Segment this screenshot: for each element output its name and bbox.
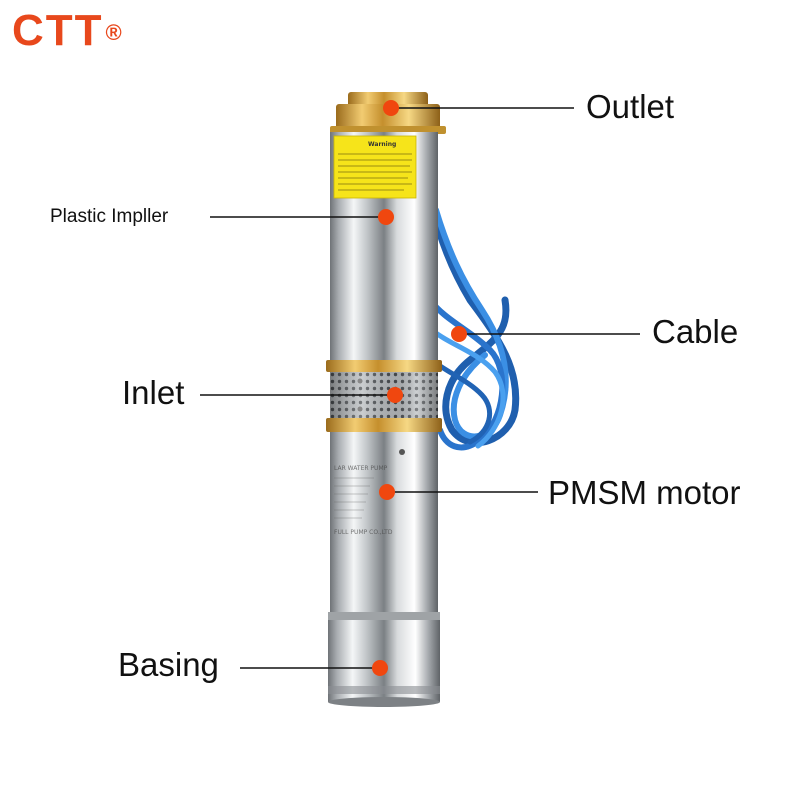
orange-dot-icon: [378, 209, 394, 225]
label-inlet: Inlet: [122, 374, 185, 411]
label-outlet: Outlet: [586, 88, 675, 125]
leader-lines: [200, 107, 640, 669]
label-basing: Basing: [118, 646, 219, 683]
base-bottom: [328, 697, 440, 707]
base-joint: [328, 612, 440, 620]
registered-mark: ®: [105, 20, 122, 45]
nameplate-manufacturer: FULL PUMP CO.,LTD: [334, 529, 393, 536]
orange-dot-icon: [383, 100, 399, 116]
warning-sticker: Warning: [333, 135, 417, 199]
orange-dot-icon: [387, 387, 403, 403]
warning-title: Warning: [368, 141, 396, 148]
base-band: [328, 686, 440, 694]
orange-dot-icon: [372, 660, 388, 676]
brand-name: CTT: [12, 6, 104, 55]
label-cable: Cable: [652, 313, 739, 350]
lower-brass-ring: [326, 418, 442, 432]
upper-brass-ring: [326, 360, 442, 372]
nameplate: LAR WATER PUMP FULL PUMP CO.,LTD: [334, 465, 393, 536]
label-plastic-impeller: Plastic Impller: [50, 206, 169, 227]
nameplate-title: LAR WATER PUMP: [334, 465, 388, 472]
orange-dot-icon: [379, 484, 395, 500]
cable-coil: [427, 201, 520, 451]
motor-tube: [330, 432, 438, 614]
brand-logo: CTT®: [12, 6, 122, 56]
marker-dots: [372, 100, 467, 676]
orange-dot-icon: [451, 326, 467, 342]
label-pmsm-motor: PMSM motor: [548, 474, 741, 511]
